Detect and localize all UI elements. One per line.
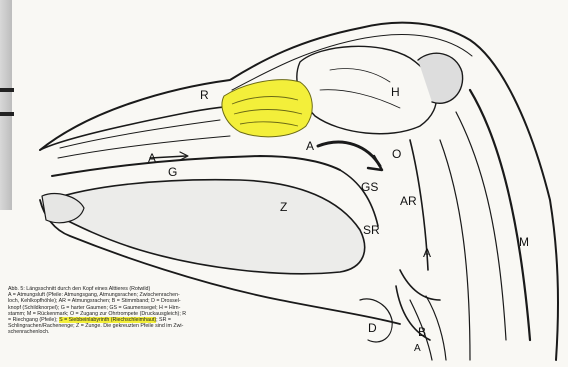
neck-vertebrae xyxy=(456,112,506,340)
label-A-mid: A xyxy=(148,151,156,165)
label-A-upper: A xyxy=(306,139,314,153)
label-SR: SR xyxy=(363,223,380,237)
label-B: B xyxy=(418,325,426,339)
tongue xyxy=(50,180,365,274)
hard-palate xyxy=(52,156,340,176)
label-O: O xyxy=(392,147,401,161)
label-Z: Z xyxy=(280,200,287,214)
figure-caption: Abb. 5: Längsschnitt durch den Kopf eine… xyxy=(8,286,278,336)
label-A-bottom: A xyxy=(414,343,421,354)
label-G: G xyxy=(168,165,177,179)
label-D: D xyxy=(368,321,377,335)
spinal-cord xyxy=(470,90,530,340)
caption-text: ; SR = xyxy=(156,317,171,323)
airflow-arrow xyxy=(318,142,380,166)
label-GS: GS xyxy=(361,180,378,194)
caption-line: schenrachenloch. xyxy=(8,329,278,335)
brain-outline xyxy=(297,46,437,133)
nasal-turbinate-upper xyxy=(60,120,220,148)
label-M: M xyxy=(519,235,529,249)
cerebellum xyxy=(418,53,463,103)
label-H: H xyxy=(391,85,400,99)
caption-text: = Riechgang (Pfeile); xyxy=(8,317,59,323)
neck-front xyxy=(440,140,470,360)
caption-highlight: S = Siebbeinlabyrinth (Riechschleimhaut) xyxy=(59,317,156,323)
label-AR: AR xyxy=(400,194,417,208)
nasal-turbinate-lower xyxy=(58,136,230,158)
airflow-arrowhead xyxy=(368,156,382,170)
label-R: R xyxy=(200,88,209,102)
brain-folds xyxy=(320,69,400,109)
label-A-low: A xyxy=(423,246,431,260)
